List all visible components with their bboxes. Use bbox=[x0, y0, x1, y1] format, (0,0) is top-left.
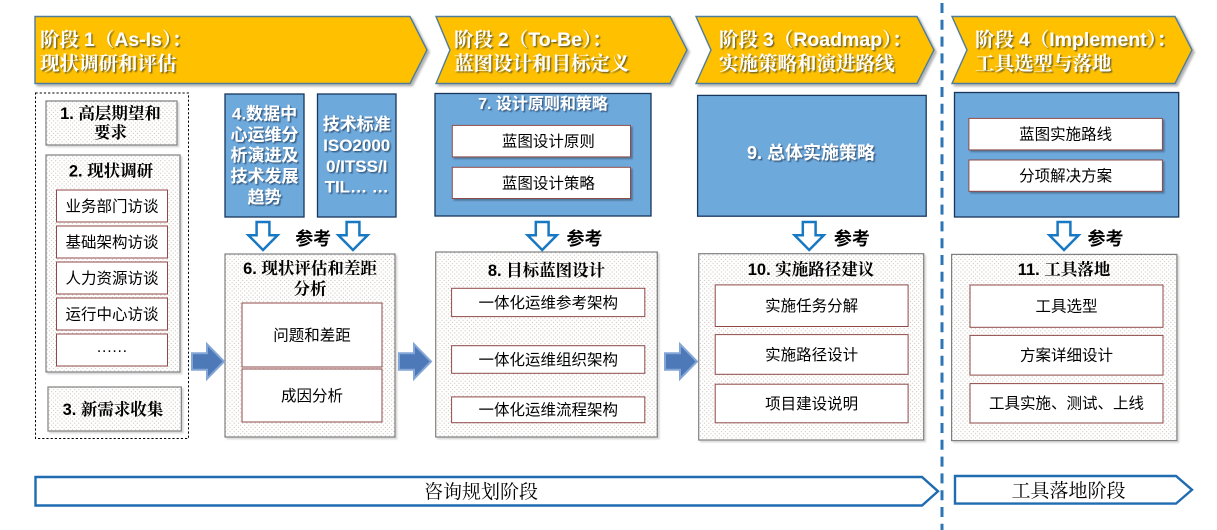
svg-text:业务部门访谈: 业务部门访谈 bbox=[65, 197, 159, 215]
svg-text:技术标准: 技术标准 bbox=[323, 115, 391, 134]
svg-text:工具选型: 工具选型 bbox=[1035, 298, 1097, 316]
svg-text:蓝图设计和目标定义: 蓝图设计和目标定义 bbox=[454, 52, 630, 75]
svg-text:实施路径设计: 实施路径设计 bbox=[765, 346, 858, 364]
svg-text:实施策略和演进路线: 实施策略和演进路线 bbox=[719, 53, 895, 75]
svg-text:蓝图设计原则: 蓝图设计原则 bbox=[502, 133, 595, 151]
svg-text:11. 工具落地: 11. 工具落地 bbox=[1018, 259, 1111, 279]
svg-text:8. 目标蓝图设计: 8. 目标蓝图设计 bbox=[488, 260, 606, 280]
svg-text:问题和差距: 问题和差距 bbox=[273, 326, 351, 344]
svg-text:阶段 3（Roadmap）：: 阶段 3（Roadmap）： bbox=[719, 29, 911, 51]
svg-text:2. 现状调研: 2. 现状调研 bbox=[69, 161, 154, 181]
svg-text:参考: 参考 bbox=[567, 228, 603, 249]
svg-text:实施任务分解: 实施任务分解 bbox=[765, 297, 858, 315]
svg-text:9. 总体实施策略: 9. 总体实施策略 bbox=[747, 142, 875, 163]
svg-text:参考: 参考 bbox=[1088, 228, 1124, 249]
svg-text:方案详细设计: 方案详细设计 bbox=[1020, 347, 1113, 365]
svg-text:人力资源访谈: 人力资源访谈 bbox=[65, 269, 159, 287]
svg-text:分项解决方案: 分项解决方案 bbox=[1019, 167, 1113, 185]
svg-text:一体化运维流程架构: 一体化运维流程架构 bbox=[478, 401, 618, 419]
svg-text:工具落地阶段: 工具落地阶段 bbox=[1011, 480, 1125, 502]
svg-text:要求: 要求 bbox=[94, 123, 127, 142]
svg-text:心运维分: 心运维分 bbox=[231, 125, 299, 144]
svg-text:一体化运维组织架构: 一体化运维组织架构 bbox=[478, 351, 618, 369]
svg-text:TIL… …: TIL… … bbox=[325, 178, 389, 197]
svg-text:阶段 2（To-Be）：: 阶段 2（To-Be）： bbox=[454, 29, 611, 51]
svg-text:技术发展: 技术发展 bbox=[231, 166, 299, 186]
svg-text:阶段 4（Implement）：: 阶段 4（Implement）： bbox=[975, 29, 1176, 51]
svg-text:0/ITSS/I: 0/ITSS/I bbox=[326, 157, 387, 176]
svg-text:一体化运维参考架构: 一体化运维参考架构 bbox=[478, 294, 618, 312]
svg-text:基础架构访谈: 基础架构访谈 bbox=[65, 233, 159, 251]
svg-text:项目建设说明: 项目建设说明 bbox=[765, 395, 858, 413]
svg-text:10. 实施路径建议: 10. 实施路径建议 bbox=[748, 260, 875, 279]
svg-text:3. 新需求收集: 3. 新需求收集 bbox=[63, 400, 164, 419]
svg-text:现状调研和评估: 现状调研和评估 bbox=[40, 53, 177, 75]
svg-text:阶段 1（As-Is）：: 阶段 1（As-Is）： bbox=[40, 29, 191, 51]
svg-text:咨询规划阶段: 咨询规划阶段 bbox=[424, 481, 538, 503]
svg-text:工具选型与落地: 工具选型与落地 bbox=[975, 53, 1112, 75]
svg-text:7. 设计原则和策略: 7. 设计原则和策略 bbox=[478, 94, 608, 113]
svg-text:工具实施、测试、上线: 工具实施、测试、上线 bbox=[989, 395, 1144, 413]
svg-text:ISO2000: ISO2000 bbox=[323, 136, 390, 155]
svg-text:参考: 参考 bbox=[295, 228, 331, 249]
svg-text:运行中心访谈: 运行中心访谈 bbox=[65, 305, 159, 323]
svg-text:分析: 分析 bbox=[294, 278, 328, 298]
svg-text:1. 高层期望和: 1. 高层期望和 bbox=[60, 103, 161, 123]
svg-text:成因分析: 成因分析 bbox=[281, 387, 343, 405]
svg-text:······: ······ bbox=[97, 342, 128, 359]
svg-text:蓝图设计策略: 蓝图设计策略 bbox=[502, 174, 596, 192]
svg-text:析演进及: 析演进及 bbox=[231, 145, 299, 165]
svg-text:趋势: 趋势 bbox=[248, 188, 282, 207]
svg-text:蓝图实施路线: 蓝图实施路线 bbox=[1019, 126, 1112, 144]
svg-text:4.数据中: 4.数据中 bbox=[232, 105, 297, 124]
svg-text:6. 现状评估和差距: 6. 现状评估和差距 bbox=[243, 258, 377, 278]
svg-text:参考: 参考 bbox=[834, 228, 870, 249]
